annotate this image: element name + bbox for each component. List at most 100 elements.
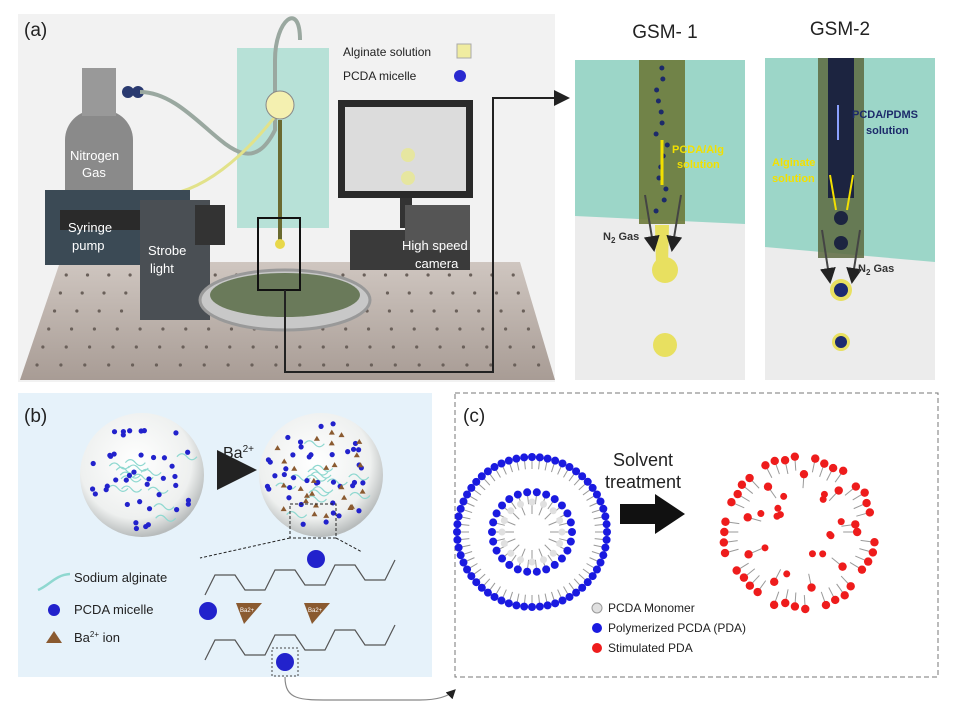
micelle-dot bbox=[300, 521, 306, 527]
gauge-icon bbox=[132, 86, 144, 98]
ba-ion-mark bbox=[302, 498, 309, 504]
pda-headgroup bbox=[599, 551, 608, 560]
table-hole bbox=[521, 309, 525, 313]
table-hole bbox=[513, 363, 517, 367]
pda-headgroup bbox=[551, 599, 560, 608]
screen-droplet bbox=[401, 148, 415, 162]
ba-ion-mark bbox=[309, 490, 316, 496]
pda-headgroup bbox=[578, 583, 587, 592]
table-hole bbox=[438, 345, 442, 349]
syringe-pump-label-line1: Syringe bbox=[68, 220, 112, 235]
stimulated-headgroup bbox=[811, 454, 820, 463]
table-hole bbox=[410, 309, 414, 313]
gsm2-gelled-core bbox=[835, 336, 847, 348]
alginate-sphere-before bbox=[80, 413, 204, 537]
table-hole bbox=[58, 291, 62, 295]
legend-alginate-icon bbox=[37, 572, 71, 592]
gsm1-gas-arrow-right bbox=[666, 194, 683, 252]
gsm1-droplet bbox=[652, 257, 678, 283]
alginate-strand bbox=[127, 464, 149, 472]
micelle-dot bbox=[185, 501, 191, 507]
stimulated-headgroup bbox=[834, 486, 843, 495]
stimulated-headgroup bbox=[828, 463, 838, 473]
zoom-line-left bbox=[199, 537, 291, 559]
table-hole bbox=[322, 363, 326, 367]
table-hole bbox=[75, 309, 79, 313]
gsm1-solution-label-line1: PCDA/Alg bbox=[672, 144, 724, 156]
table-hole bbox=[451, 291, 455, 295]
micelle-dot bbox=[89, 486, 96, 492]
stimulated-headgroup bbox=[790, 602, 800, 611]
micelle-dot bbox=[131, 469, 137, 475]
gsm2-alginate-arrow-right bbox=[846, 174, 854, 211]
monomer-headgroup bbox=[556, 539, 564, 547]
alginate-strand bbox=[120, 475, 142, 483]
monomer-headgroup bbox=[517, 556, 525, 564]
table-hole bbox=[368, 345, 372, 349]
micelle-dot bbox=[330, 510, 336, 516]
legend-alginate-swatch bbox=[456, 43, 472, 59]
micelle-dot bbox=[185, 449, 191, 455]
table-hole bbox=[485, 345, 489, 349]
pda-headgroup bbox=[463, 565, 472, 574]
micelle-dot bbox=[336, 513, 342, 519]
pda-headgroup bbox=[523, 567, 532, 576]
micelle-dot bbox=[330, 500, 336, 506]
pda-headgroup bbox=[467, 572, 476, 581]
table-hole bbox=[184, 327, 188, 331]
pda-headgroup bbox=[513, 490, 522, 499]
stimulated-headgroup bbox=[851, 482, 861, 491]
table-hole bbox=[124, 291, 128, 295]
stimulated-headgroup bbox=[757, 510, 765, 518]
nitrogen-gas-label-line2: Gas bbox=[82, 165, 106, 180]
table-hole bbox=[204, 345, 209, 349]
pda-headgroup bbox=[543, 454, 552, 463]
strobe-light-label-line2: light bbox=[150, 261, 174, 276]
vesicles bbox=[453, 452, 879, 614]
micelle-dot bbox=[146, 476, 152, 482]
alginate-strand bbox=[308, 489, 330, 497]
pda-headgroup bbox=[483, 588, 492, 597]
table-hole bbox=[298, 363, 302, 367]
table-hole bbox=[441, 363, 445, 367]
table-hole bbox=[537, 363, 541, 367]
legend-monomer-icon bbox=[591, 602, 603, 614]
ba-ion-mark bbox=[353, 452, 360, 458]
pda-headgroup bbox=[566, 518, 575, 527]
stimulated-headgroup bbox=[852, 527, 862, 537]
micelle-dot bbox=[350, 446, 357, 452]
micelle-dot bbox=[661, 197, 667, 203]
high-speed-camera-label-line2: camera bbox=[415, 256, 459, 271]
table-hole bbox=[226, 363, 230, 367]
micelle-dot bbox=[298, 444, 304, 450]
micelle-dot bbox=[330, 421, 336, 427]
stimulated-headgroup bbox=[862, 498, 871, 508]
chain-micelle bbox=[307, 550, 325, 568]
alginate-strand bbox=[147, 486, 169, 494]
panel-b-label: (b) bbox=[24, 406, 47, 427]
pda-headgroup bbox=[454, 512, 463, 521]
stimulated-headgroup bbox=[863, 557, 873, 566]
micelle-dot bbox=[660, 76, 666, 82]
table-hole bbox=[85, 273, 90, 277]
micelle-dot bbox=[133, 520, 139, 526]
stimulated-headgroup bbox=[860, 488, 869, 497]
table-hole bbox=[391, 345, 395, 349]
alginate-strand bbox=[349, 491, 371, 500]
stimulated-headgroup bbox=[753, 587, 762, 597]
table-hole bbox=[158, 345, 162, 349]
stimulated-headgroup bbox=[721, 517, 730, 526]
table-hole bbox=[429, 291, 433, 295]
stimulated-headgroup bbox=[720, 548, 730, 558]
monomer-headgroup bbox=[500, 517, 508, 525]
table-hole bbox=[52, 309, 57, 313]
table-hole bbox=[389, 327, 393, 331]
droplet-reservoir bbox=[265, 90, 295, 120]
nitrogen-gas-label-line1: Nitrogen bbox=[70, 148, 119, 163]
micelle-dot bbox=[290, 452, 296, 458]
syringe-pump-label-line2: pump bbox=[72, 238, 105, 253]
pda-headgroup bbox=[528, 603, 537, 611]
table-hole bbox=[412, 327, 416, 331]
